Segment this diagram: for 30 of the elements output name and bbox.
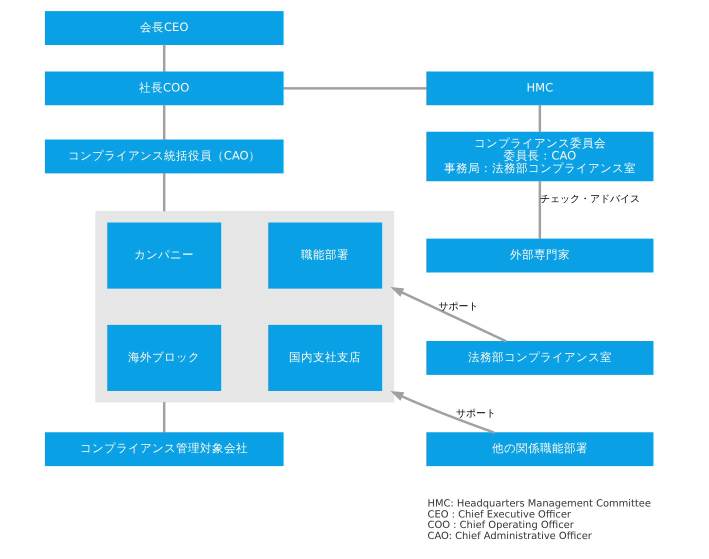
- edge-label: サポート: [438, 301, 479, 312]
- connector: [162, 173, 166, 212]
- node-box: コンプライアンス管理対象会社: [44, 432, 284, 466]
- edge-label: サポート: [456, 408, 496, 420]
- label: CEO : Chief Executive Officer: [428, 509, 572, 520]
- label: HMC: Headquarters Management Committee: [428, 498, 651, 510]
- connector: [162, 104, 166, 140]
- connector: [538, 180, 542, 239]
- node-box: HMC: [426, 71, 654, 106]
- node-box: コンプライアンス統括役員（CAO）: [44, 140, 284, 174]
- connector: [283, 87, 427, 90]
- node-box: 他の関係職能部署: [426, 432, 654, 466]
- connector: [162, 402, 166, 432]
- label: COO : Chief Operating Officer: [428, 520, 574, 532]
- node-box: カンパニー: [107, 222, 222, 289]
- node-box: 外部専門家: [426, 238, 654, 272]
- node-box: 海外ブロック: [107, 324, 222, 391]
- cluster: [95, 210, 394, 403]
- label: CAO: Chief Administrative Officer: [428, 530, 592, 542]
- connector: [162, 44, 166, 72]
- connector: [538, 104, 542, 132]
- node-box: 国内支社支店: [268, 324, 382, 391]
- edge-label: チェック・アドバイス: [540, 194, 640, 205]
- arrow: [390, 391, 495, 434]
- arrow: [390, 286, 507, 342]
- node-box: コンプライアンス委員会 委員長：CAO 事務局：法務部コンプライアンス室: [426, 132, 654, 182]
- node-box: 会長CEO: [44, 11, 284, 46]
- node-box: 法務部コンプライアンス室: [426, 341, 654, 375]
- node-box: 職能部署: [268, 222, 382, 289]
- node-box: 社長COO: [44, 71, 284, 106]
